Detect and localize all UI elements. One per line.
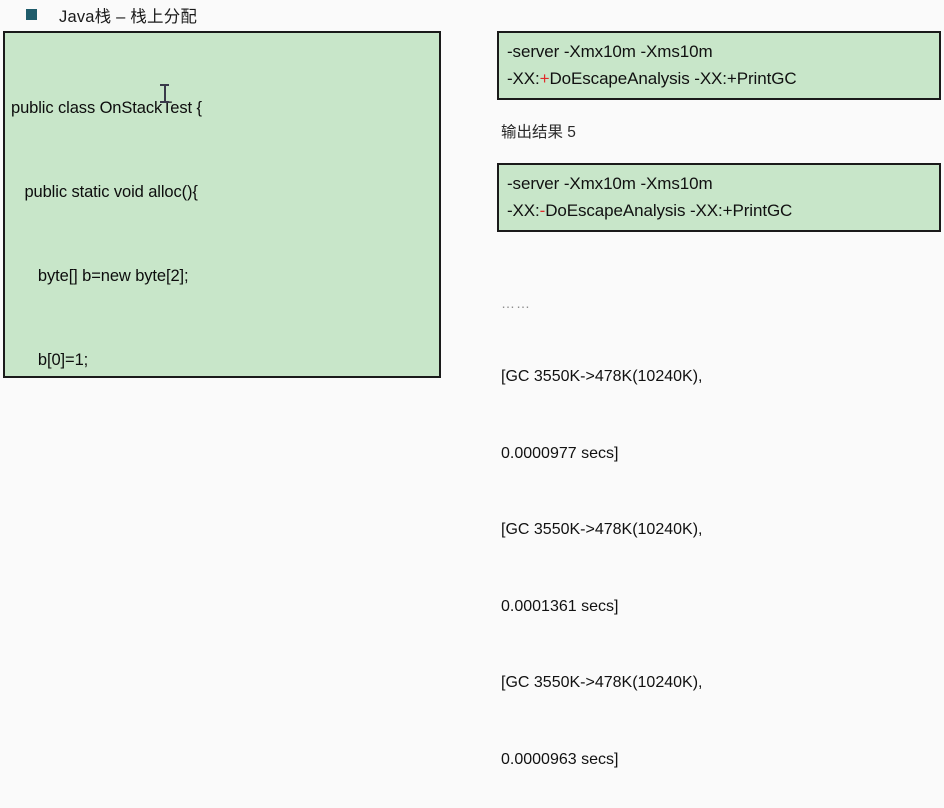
code-line: b[0]=1; (11, 351, 89, 369)
gc-log-line: [GC 3550K->478K(10240K), (501, 521, 703, 538)
code-listing: public class OnStackTest { public static… (5, 33, 439, 376)
vm-args-prefix: -XX: (507, 201, 540, 220)
vm-args-line-2: -XX:+DoEscapeAnalysis -XX:+PrintGC (507, 65, 931, 92)
vm-args-line-1: -server -Xmx10m -Xms10m (507, 174, 713, 193)
vm-args-line-1: -server -Xmx10m -Xms10m (507, 42, 713, 61)
vm-args-prefix: -XX: (507, 69, 540, 88)
code-line: public static void alloc(){ (11, 183, 198, 201)
flag-sign-minus: - (539, 201, 546, 220)
gc-log-line: [GC 3550K->478K(10240K), (501, 368, 703, 385)
output-result-label: 输出结果 5 (501, 124, 576, 141)
code-panel: public class OnStackTest { public static… (3, 31, 441, 378)
gc-log-line: 0.0001361 secs] (501, 597, 619, 615)
flag-sign-plus: + (539, 69, 550, 88)
vm-args-box-escape-analysis-on: -server -Xmx10m -Xms10m -XX:+DoEscapeAna… (497, 31, 941, 100)
gc-output-log: …… [GC 3550K->478K(10240K), 0.0000977 se… (501, 242, 941, 808)
code-line: public class OnStackTest { (11, 99, 202, 117)
right-column: -server -Xmx10m -Xms10m -XX:+DoEscapeAna… (497, 31, 941, 808)
vm-args-suffix: DoEscapeAnalysis -XX:+PrintGC (545, 201, 793, 220)
slide-title-bar: Java栈 – 栈上分配 (0, 0, 944, 29)
code-line: byte[] b=new byte[2]; (11, 267, 189, 285)
page-title: Java栈 – 栈上分配 (59, 7, 198, 26)
vm-args-suffix: DoEscapeAnalysis -XX:+PrintGC (549, 69, 797, 88)
vm-args-line-2: -XX:-DoEscapeAnalysis -XX:+PrintGC (507, 197, 931, 224)
gc-log-ellipsis: …… (501, 295, 531, 311)
gc-log-line: 0.0000963 secs] (501, 750, 619, 768)
gc-log-line: [GC 3550K->478K(10240K), (501, 674, 703, 691)
gc-log-line: 0.0000977 secs] (501, 444, 619, 462)
square-bullet-icon (26, 9, 37, 20)
vm-args-box-escape-analysis-off: -server -Xmx10m -Xms10m -XX:-DoEscapeAna… (497, 163, 941, 232)
